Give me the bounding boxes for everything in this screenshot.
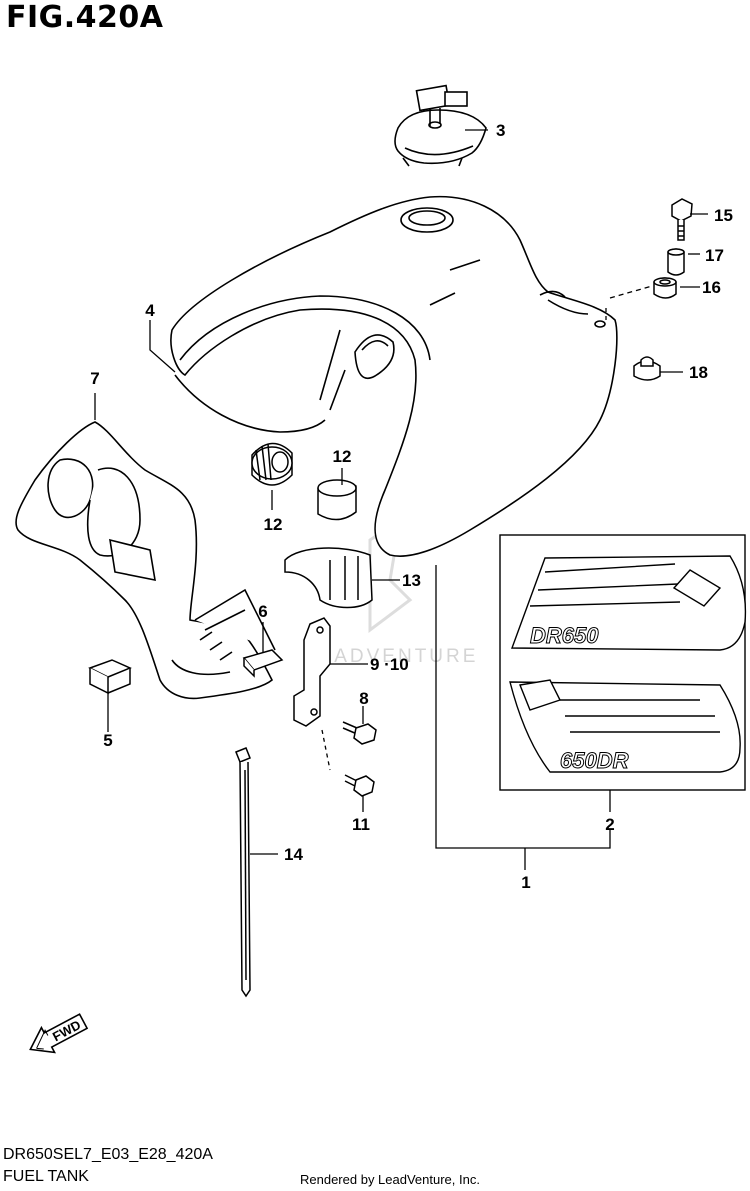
callout-7: 7 — [90, 369, 99, 388]
callout-4: 4 — [145, 301, 155, 320]
figure-title: FIG.420A — [6, 0, 164, 35]
grommet-16[interactable] — [653, 277, 677, 299]
cable-tie-14[interactable] — [235, 747, 251, 998]
bolt-15[interactable] — [671, 198, 693, 241]
side-cover[interactable] — [15, 421, 276, 700]
fwd-label: FWD — [50, 1017, 83, 1044]
watermark-text: LEADVENTURE — [305, 646, 478, 667]
callout-13: 13 — [402, 571, 421, 590]
callout-3: 3 — [496, 121, 505, 140]
callout-8: 8 — [359, 689, 368, 708]
diagram-code: DR650SEL7_E03_E28_420A — [3, 1146, 213, 1163]
callout-12-upper: 12 — [333, 447, 352, 466]
cushion-18[interactable] — [633, 356, 661, 381]
callout-12-lower: 12 — [264, 515, 283, 534]
callout-5: 5 — [103, 731, 112, 750]
forward-direction-arrow: FWD — [29, 1013, 89, 1054]
decal-upper-text: DR650 — [530, 623, 599, 648]
leader-lines — [94, 129, 708, 870]
callout-15: 15 — [714, 206, 733, 225]
callout-14: 14 — [284, 845, 303, 864]
bolt-11[interactable] — [344, 774, 375, 797]
cushion-5[interactable] — [88, 659, 132, 695]
cushion-13[interactable] — [284, 547, 373, 609]
cushion-12-right[interactable] — [317, 479, 357, 521]
callout-1: 1 — [521, 873, 530, 892]
cushion-12-left[interactable] — [251, 442, 293, 486]
callout-labels: 1 2 3 4 5 6 7 8 9 ·10 11 12 12 13 14 15 … — [90, 121, 733, 892]
decal-lower-text: 650DR — [560, 748, 629, 773]
fuel-tank[interactable] — [170, 195, 618, 557]
callout-11: 11 — [352, 815, 370, 834]
callout-18: 18 — [689, 363, 708, 382]
diagram-name: FUEL TANK — [3, 1168, 89, 1185]
callout-16: 16 — [702, 278, 721, 297]
pad-6[interactable] — [242, 649, 284, 678]
callout-6: 6 — [258, 602, 267, 621]
callout-17: 17 — [705, 246, 724, 265]
callout-9-10: 9 ·10 — [370, 655, 409, 674]
decal-set[interactable]: DR650 650DR — [499, 534, 747, 791]
bolt-8[interactable] — [342, 721, 377, 745]
fuel-cap[interactable] — [394, 84, 487, 167]
collar-17[interactable] — [667, 248, 685, 276]
render-credit: Rendered by LeadVenture, Inc. — [300, 1172, 480, 1187]
bracket-9-10[interactable] — [293, 617, 331, 727]
callout-2: 2 — [605, 815, 614, 834]
